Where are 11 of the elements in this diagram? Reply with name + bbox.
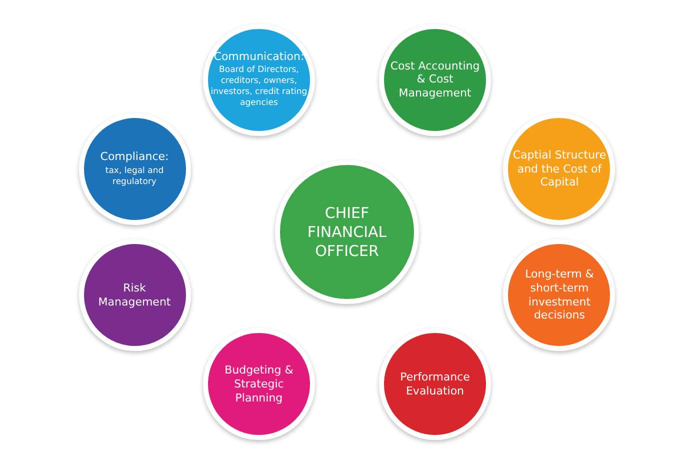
circle-label: Performance Evaluation: [399, 370, 471, 398]
circle-label: Cost Accounting & Cost Management: [389, 58, 481, 100]
circle-heading: Communication:: [212, 50, 306, 64]
circle-label: CHIEF FINANCIAL OFFICER: [306, 204, 388, 260]
circle-heading: Compliance:: [99, 150, 170, 164]
circle-label: Budgeting & Strategic Planning: [224, 364, 294, 406]
circle-text: Board of Directors, creditors, owners, investors, credit rating agencies: [210, 65, 308, 110]
circle-label: Risk Management: [97, 281, 172, 309]
circle-label: Long-term & short-term investment decisions: [524, 268, 595, 323]
circle-label: Captial Structure and the Cost of Capital: [512, 148, 608, 190]
circle-text: tax, legal and regulatory: [104, 166, 165, 188]
